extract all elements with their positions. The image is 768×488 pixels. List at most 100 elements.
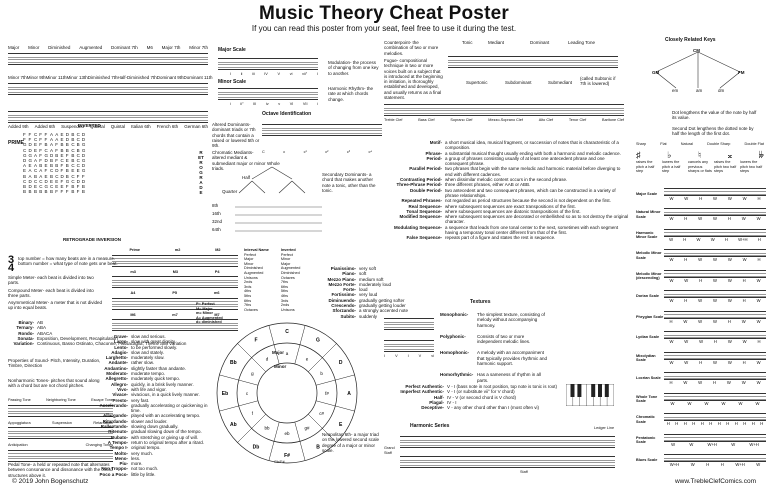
definition-term: Poco a Poco- bbox=[99, 471, 128, 477]
matrix-cell: C bbox=[34, 132, 38, 137]
definition-row: Ritenuto-gradual slowing down of the tem… bbox=[90, 429, 210, 434]
definition-row: Rubato-with stretching or giving up of w… bbox=[90, 435, 210, 440]
chord-types-section: Major Minor Diminished Augmented Dominan… bbox=[8, 45, 212, 141]
scale-step: H bbox=[684, 298, 688, 304]
definition-text: to be performed slowly. bbox=[131, 344, 178, 350]
cadence-roman: vi bbox=[431, 354, 434, 358]
definition-text: very fast. bbox=[131, 397, 150, 403]
scale-step: H bbox=[713, 380, 717, 386]
matrix-cell: E bbox=[76, 168, 80, 174]
scale-step: H bbox=[724, 236, 728, 242]
definition-term: Forte- bbox=[343, 287, 356, 293]
octave-label: c⁴ bbox=[368, 150, 372, 154]
definition-text: a sequence that leads from one tonal cen… bbox=[445, 224, 619, 236]
definition-term: Rallentando- bbox=[100, 424, 128, 430]
definition-text: slower and louder. bbox=[131, 418, 168, 424]
interval-inverted: Diminished bbox=[280, 270, 300, 275]
interval-label: M7 bbox=[214, 312, 220, 317]
definition-term: Motif- bbox=[429, 140, 442, 145]
scale-step: W+H bbox=[738, 236, 748, 242]
sharp-icon: ♯ bbox=[636, 150, 641, 160]
scale-step: W bbox=[713, 359, 717, 365]
chord-label: Italian 6th bbox=[131, 124, 151, 129]
page-title: Music Theory Cheat Poster bbox=[259, 3, 509, 24]
scale-staff bbox=[664, 187, 766, 196]
matrix-cell: C bbox=[23, 147, 27, 153]
chord-label: Minor 7th bbox=[8, 75, 27, 80]
definition-text: soft bbox=[359, 271, 367, 277]
matrix-cell: B bbox=[28, 189, 32, 195]
matrix-cell: D bbox=[28, 184, 32, 190]
piano-keyboard-icon bbox=[566, 384, 614, 406]
definition-row: Real Sequence-where subsequent sequences… bbox=[384, 204, 629, 209]
matrix-cell: E bbox=[60, 137, 64, 143]
compound-meter: Compound Meter- each beat is divided int… bbox=[8, 287, 94, 298]
scale-step: W bbox=[713, 195, 717, 201]
scale-staff bbox=[664, 310, 766, 319]
interval-legend-item: A= Augmented bbox=[196, 315, 223, 320]
definition-row: Molto-very much. bbox=[90, 451, 210, 456]
matrix-cell: A bbox=[39, 173, 43, 179]
scale-step: H bbox=[757, 236, 761, 242]
interval-name: Major bbox=[244, 257, 254, 262]
matrix-cell: C bbox=[71, 147, 75, 153]
scale-step: W bbox=[727, 298, 732, 304]
definition-text: slow and serious. bbox=[131, 334, 166, 339]
scale-step: W bbox=[699, 339, 704, 345]
matrix-cell: F bbox=[81, 173, 85, 179]
circle-divider bbox=[268, 325, 280, 365]
matrix-cell: F bbox=[76, 173, 80, 179]
chord-staff-2 bbox=[8, 83, 208, 95]
scale-step: W bbox=[698, 216, 703, 222]
interval-label: M6 bbox=[130, 312, 136, 317]
footer-copyright: © 2019 John Bogenschutz bbox=[12, 478, 89, 485]
scale-step: W bbox=[727, 359, 732, 365]
definition-text: very much. bbox=[131, 450, 154, 456]
definition-term: Tonal Sequence- bbox=[406, 208, 442, 214]
matrix-cell: D bbox=[28, 142, 32, 148]
matrix-cell: D bbox=[81, 132, 86, 137]
mediant-label: Mediant bbox=[488, 40, 505, 45]
scale-name: Melodic Minor Scale bbox=[636, 251, 662, 260]
key-cm: CM bbox=[693, 48, 700, 53]
scale-step: W bbox=[683, 318, 688, 324]
definition-text: two antecedent and two consequent phrase… bbox=[445, 187, 616, 198]
matrix-cell: E bbox=[60, 152, 64, 158]
interval-name: 6ths bbox=[244, 298, 252, 303]
roman-numeral: I bbox=[230, 72, 232, 76]
nh-label: Appoggiatura bbox=[8, 420, 31, 425]
definition-text: where subsequent sequences are exact tra… bbox=[445, 203, 576, 209]
submediant-label: Submediant bbox=[548, 80, 573, 85]
scale-name: Dorian Scale bbox=[636, 294, 660, 299]
matrix-cell: E bbox=[60, 132, 64, 137]
meter-bottom-desc: bottom number = what type of note gets o… bbox=[18, 261, 118, 267]
scale-step: W bbox=[741, 216, 746, 222]
chord-label: Minor bbox=[28, 45, 40, 50]
chord-label: Suspended bbox=[61, 124, 84, 129]
interval-staff bbox=[112, 297, 238, 310]
definition-row: Grave-slow and serious. bbox=[90, 334, 210, 339]
definition-text: V - I (or substitute vii° for V chord) bbox=[447, 389, 515, 395]
scale-staff bbox=[664, 208, 766, 217]
scale-step: W bbox=[698, 257, 703, 263]
definition-row: A Tempo-return to original tempo after a… bbox=[90, 440, 210, 445]
matrix-cell: B bbox=[50, 158, 54, 164]
interval-name: 5ths bbox=[244, 293, 252, 298]
definition-text: repeats part of a figure and states the … bbox=[445, 235, 556, 241]
eighth-note-label: 8th bbox=[212, 203, 219, 208]
scale-staff bbox=[664, 351, 766, 360]
roman-numeral: iv bbox=[265, 102, 269, 106]
matrix-cell: B bbox=[71, 189, 75, 195]
definition-term: Andante- bbox=[108, 360, 129, 366]
scale-name: Whole Tone Scale bbox=[636, 394, 658, 404]
roman-numeral: vi bbox=[289, 72, 293, 76]
matrix-cell: B bbox=[23, 173, 27, 179]
definition-term: Diminuendo- bbox=[328, 297, 357, 303]
matrix-cell: B bbox=[65, 142, 69, 148]
definition-term: Allegro- bbox=[110, 381, 128, 387]
